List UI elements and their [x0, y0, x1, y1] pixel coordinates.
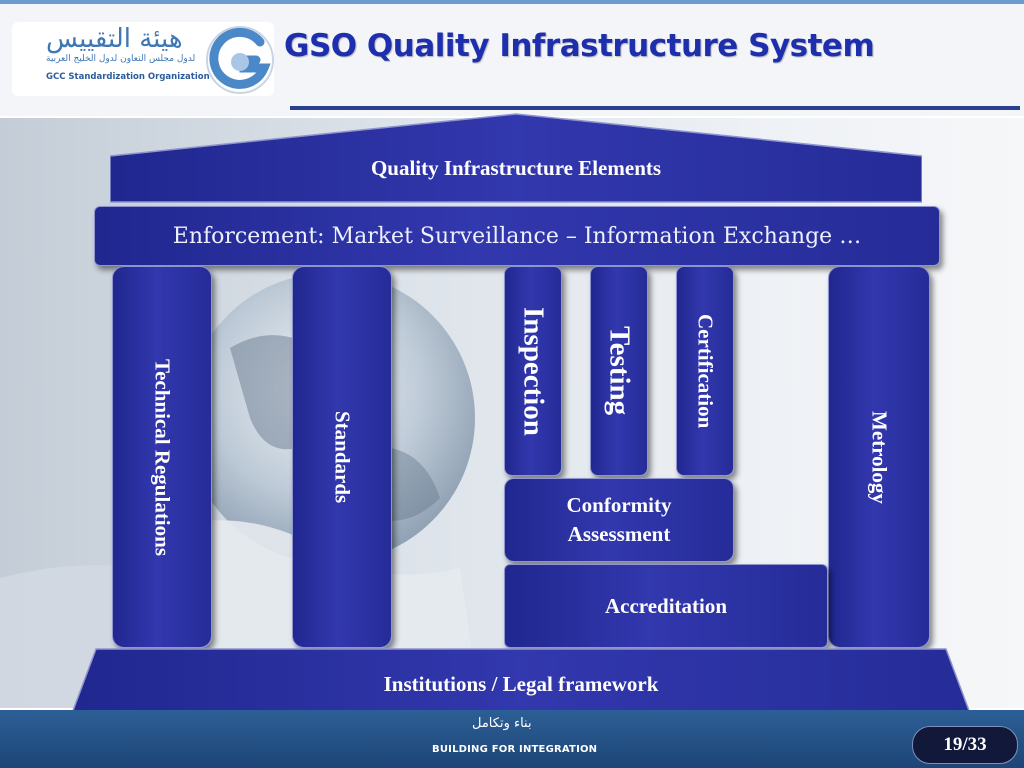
logo-english-name: GCC Standardization Organization	[46, 72, 210, 82]
roof-pediment	[110, 113, 922, 203]
pillar-inspection: Inspection	[504, 266, 562, 476]
testing-label: Testing	[603, 326, 636, 416]
metrology-label: Metrology	[867, 410, 892, 504]
certification-label: Certification	[693, 313, 718, 429]
pillar-technical-regulations: Technical Regulations	[112, 266, 212, 648]
pillar-standards: Standards	[292, 266, 392, 648]
slide-footer	[0, 710, 1024, 768]
logo-arabic-subtitle: لدول مجلس التعاون لدول الخليج العربية	[46, 54, 196, 64]
title-underline	[290, 106, 1020, 110]
accreditation-block: Accreditation	[504, 564, 828, 648]
standards-label: Standards	[330, 410, 355, 504]
enforcement-beam: Enforcement: Market Surveillance – Infor…	[94, 206, 940, 266]
logo-arabic-name: هيئة التقييس	[46, 24, 183, 54]
conformity-assessment-block: Conformity Assessment	[504, 478, 734, 562]
pillar-metrology: Metrology	[828, 266, 930, 648]
technical-regulations-label: Technical Regulations	[150, 358, 175, 556]
footer-slogan: BUILDING FOR INTEGRATION	[432, 744, 598, 755]
institutions-legal-framework-label: Institutions / Legal framework	[383, 672, 659, 696]
pillar-testing: Testing	[590, 266, 648, 476]
top-accent-line	[0, 0, 1024, 4]
page-title: GSO Quality Infrastructure System	[284, 28, 875, 64]
page-number-badge: 19/33	[912, 726, 1018, 764]
footer-arabic-slogan: بناء وتكامل	[472, 716, 532, 731]
inspection-label: Inspection	[517, 306, 550, 436]
quality-infrastructure-elements-label: Quality Infrastructure Elements	[370, 156, 662, 180]
pillar-certification: Certification	[676, 266, 734, 476]
gso-emblem-icon	[206, 26, 274, 94]
